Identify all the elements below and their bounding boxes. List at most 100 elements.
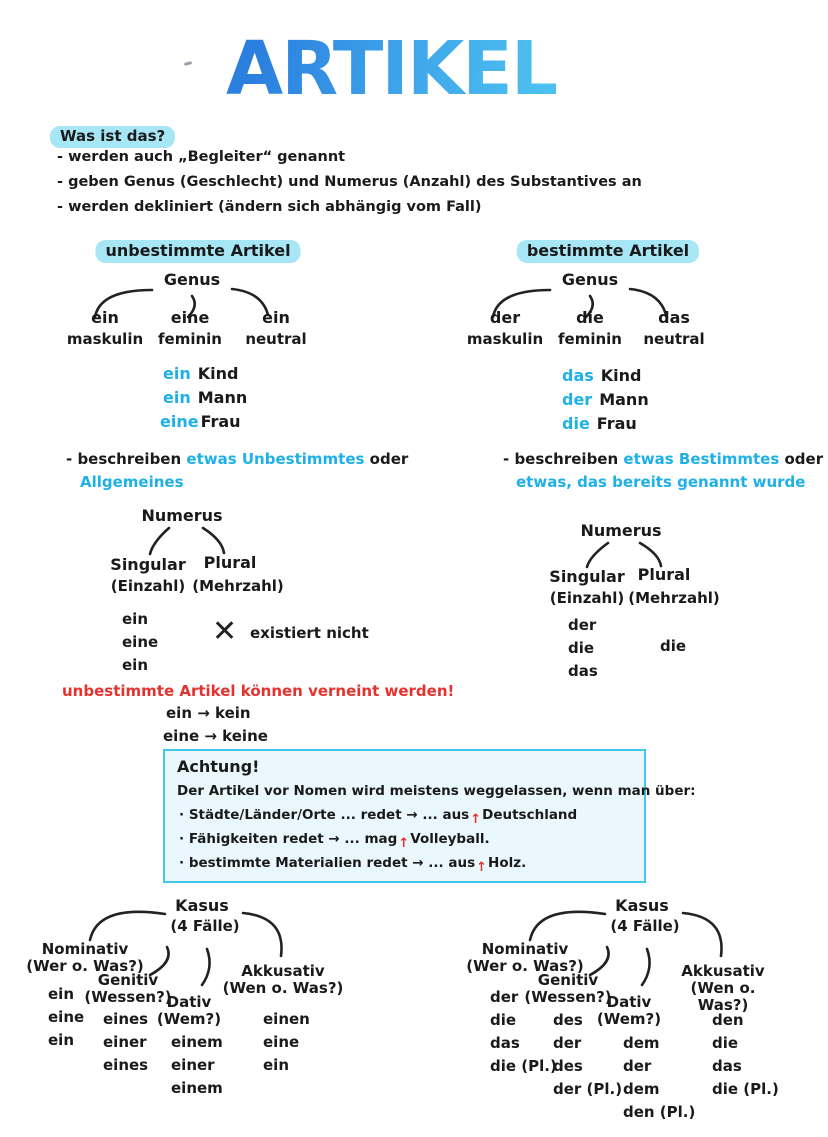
case-name: Genitiv [537, 971, 599, 989]
case-genitiv: Genitiv (Wessen?) [524, 972, 611, 1006]
form: der (Pl.) [553, 1080, 623, 1098]
page-title: ARTIKEL [226, 26, 558, 112]
describe-prefix: - beschreiben [503, 450, 619, 468]
example-article: ein [163, 364, 191, 383]
example-noun: Kind [600, 366, 642, 385]
example-article: die [562, 414, 590, 433]
kasus-sublabel: (4 Fälle) [170, 917, 240, 935]
case-question: (Wen o. Was?) [690, 979, 756, 1014]
form: dem [623, 1080, 660, 1098]
singular-forms: der die das [568, 614, 598, 683]
case-nominativ: Nominativ (Wer o. Was?) [466, 941, 584, 975]
case-genitiv: Genitiv (Wessen?) [84, 972, 171, 1006]
genus-node-neutral: ein neutral [245, 308, 306, 350]
form: des [553, 1057, 583, 1075]
form: einer [103, 1033, 147, 1051]
kasus-label: Kasus [175, 896, 229, 915]
case-akkusativ: Akkusativ (Wen o. Was?) [671, 963, 776, 1014]
heading-unbestimmte-artikel: unbestimmte Artikel [95, 240, 301, 263]
form: eine [263, 1033, 300, 1051]
form: einen [263, 1010, 310, 1028]
case-forms-nominativ: ein eine ein [48, 983, 84, 1052]
case-question: (Wer o. Was?) [26, 957, 144, 975]
form: ein [263, 1056, 289, 1074]
example-article: das [562, 366, 594, 385]
form: der [490, 988, 519, 1006]
example-row: das Kind [562, 366, 642, 385]
case-forms-genitiv: des der des der (Pl.) [553, 1009, 622, 1101]
form: des [553, 1011, 583, 1029]
example-noun: Kind [197, 364, 239, 383]
case-forms-akkusativ: den die das die (Pl.) [712, 1009, 779, 1101]
achtung-item: · Fähigkeiten redet → ... mag↑Volleyball… [179, 831, 490, 851]
achtung-item-text: · Fähigkeiten redet → ... mag [179, 831, 398, 847]
describe-prefix: - beschreiben [66, 450, 182, 468]
form: das [490, 1034, 520, 1052]
achtung-title: Achtung! [177, 757, 260, 776]
plural-note: existiert nicht [250, 624, 369, 642]
gender-label: feminin [158, 330, 222, 348]
gender-label: neutral [643, 330, 705, 348]
negation-example: ein → kein [166, 704, 251, 722]
case-question: (Wen o. Was?) [222, 979, 344, 997]
form: die (Pl.) [490, 1057, 557, 1075]
heading-bestimmte-artikel: bestimmte Artikel [516, 240, 700, 263]
heading-was-ist-das: Was ist das? [50, 126, 176, 148]
singular-forms: ein eine ein [122, 608, 158, 677]
gender-label: maskulin [66, 330, 144, 348]
genus-node-maskulin: der maskulin [467, 308, 543, 350]
form: ein [48, 1031, 74, 1049]
singular-sublabel: (Einzahl) [549, 589, 625, 607]
genus-node-neutral: das neutral [643, 308, 704, 350]
case-dativ: Dativ (Wem?) [157, 994, 221, 1028]
singular-label: Singular [110, 555, 186, 574]
case-forms-genitiv: eines einer eines [103, 1008, 148, 1077]
insert-arrow-icon: ↑ [476, 860, 488, 875]
form: die [490, 1011, 517, 1029]
intro-bullet: - werden dekliniert (ändern sich abhängi… [57, 199, 482, 215]
singular-sublabel: (Einzahl) [110, 577, 186, 595]
intro-bullet: - werden auch „Begleiter“ genannt [57, 149, 346, 165]
article: das [658, 308, 690, 327]
form: den [712, 1011, 744, 1029]
plural-form: die [660, 637, 687, 655]
case-question: (Wessen?) [524, 988, 612, 1006]
case-forms-nominativ: der die das die (Pl.) [490, 986, 557, 1078]
form: die [712, 1034, 739, 1052]
example-noun: Mann [599, 390, 649, 409]
achtung-item-text: · bestimmte Materialien redet → ... aus [179, 855, 476, 871]
case-question: (Wer o. Was?) [466, 957, 584, 975]
achtung-item: · Städte/Länder/Orte ... redet → ... aus… [179, 807, 577, 827]
form: den (Pl.) [623, 1103, 696, 1121]
describe-line: - beschreiben etwas Unbestimmtes oder [66, 450, 408, 468]
achtung-item-word: Volleyball. [410, 831, 490, 847]
case-name: Genitiv [97, 971, 159, 989]
insert-arrow-icon: ↑ [398, 836, 410, 851]
singular-label: Singular [549, 567, 625, 586]
numerus-right-branches [585, 541, 663, 569]
form: der [623, 1057, 652, 1075]
plural-sublabel: (Mehrzahl) [192, 577, 284, 595]
case-nominativ: Nominativ (Wer o. Was?) [26, 941, 144, 975]
genus-node-maskulin: ein maskulin [67, 308, 143, 350]
form: die (Pl.) [712, 1080, 779, 1098]
form: ein [48, 985, 74, 1003]
article: die [576, 308, 604, 327]
form: ein [122, 656, 148, 674]
case-name: Akkusativ [241, 962, 325, 980]
achtung-intro: Der Artikel vor Nomen wird meistens wegg… [177, 783, 696, 799]
article: ein [262, 308, 290, 327]
case-question: (Wem?) [156, 1010, 222, 1028]
gender-label: maskulin [466, 330, 544, 348]
form: der [553, 1034, 582, 1052]
genus-left-branches [93, 287, 270, 319]
case-forms-dativ: einem einer einem [171, 1031, 223, 1100]
case-dativ: Dativ (Wem?) [597, 994, 661, 1028]
kasus-sublabel: (4 Fälle) [610, 917, 680, 935]
